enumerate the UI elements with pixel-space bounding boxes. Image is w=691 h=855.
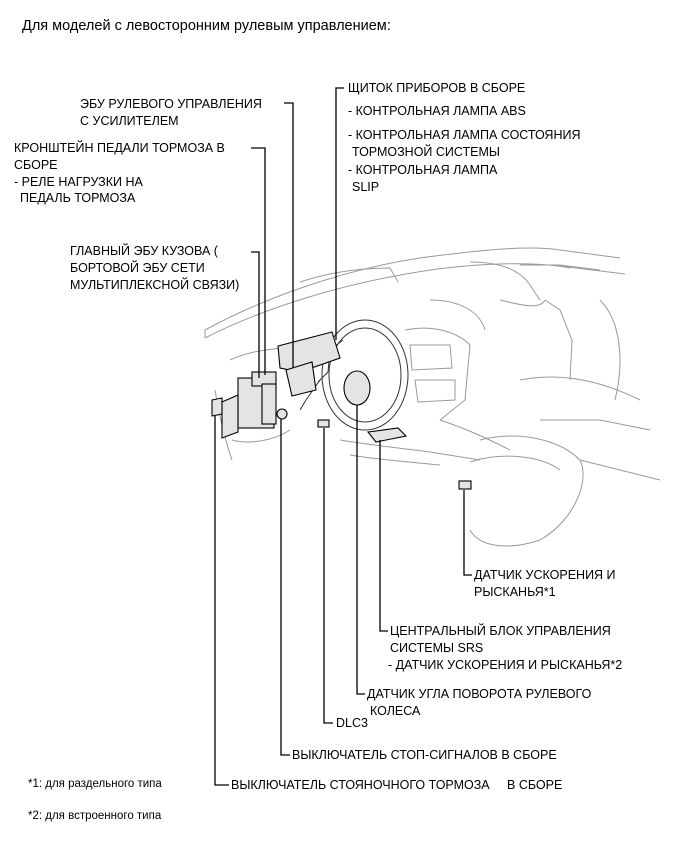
- page-title: Для моделей с левосторонним рулевым упра…: [22, 18, 391, 34]
- body-ecu-label-2: БОРТОВОЙ ЭБУ СЕТИ: [70, 261, 205, 275]
- srs-label-2: СИСТЕМЫ SRS: [390, 641, 484, 655]
- dlc3-label: DLC3: [336, 716, 368, 730]
- leader-lines: [214, 87, 472, 786]
- stop-switch-label: ВЫКЛЮЧАТЕЛЬ СТОП-СИГНАЛОВ В СБОРЕ: [292, 748, 557, 762]
- meter-abs-lamp: - КОНТРОЛЬНАЯ ЛАМПА ABS: [348, 104, 526, 118]
- body-ecu-label-3: МУЛЬТИПЛЕКСНОЙ СВЯЗИ): [70, 278, 240, 292]
- yaw-sensor-illustration: [458, 480, 472, 490]
- brake-bracket-label-1: КРОНШТЕЙН ПЕДАЛИ ТОРМОЗА В: [14, 141, 225, 155]
- brake-bracket-label-2: СБОРЕ: [14, 158, 58, 172]
- dashboard-illustration: [204, 247, 661, 547]
- body-ecu-label-1: ГЛАВНЫЙ ЭБУ КУЗОВА (: [70, 244, 218, 258]
- srs-label-1: ЦЕНТРАЛЬНЫЙ БЛОК УПРАВЛЕНИЯ: [390, 624, 611, 638]
- parking-switch-illustration: [211, 397, 223, 417]
- footnote-separate-type: *1: для раздельного типа: [28, 778, 162, 790]
- yaw-sensor-label-2: РЫСКАНЬЯ*1: [474, 585, 556, 599]
- steering-sensor-label-2: КОЛЕСА: [370, 704, 421, 718]
- meter-slip-lamp-1: - КОНТРОЛЬНАЯ ЛАМПА: [348, 163, 498, 177]
- srs-label-3: - ДАТЧИК УСКОРЕНИЯ И РЫСКАНЬЯ*2: [388, 658, 623, 672]
- combination-meter-illustration: [277, 331, 341, 397]
- meter-slip-lamp-2: SLIP: [352, 180, 380, 194]
- meter-title: ЩИТОК ПРИБОРОВ В СБОРЕ: [348, 81, 526, 95]
- parking-switch-label: ВЫКЛЮЧАТЕЛЬ СТОЯНОЧНОГО ТОРМОЗА В СБОРЕ: [231, 778, 563, 792]
- meter-brake-lamp-2: ТОРМОЗНОЙ СИСТЕМЫ: [352, 145, 500, 159]
- brake-bracket-label-4: ПЕДАЛЬ ТОРМОЗА: [20, 191, 136, 205]
- meter-brake-lamp-1: - КОНТРОЛЬНАЯ ЛАМПА СОСТОЯНИЯ: [348, 128, 581, 142]
- steering-sensor-label-1: ДАТЧИК УГЛА ПОВОРОТА РУЛЕВОГО: [367, 687, 592, 701]
- yaw-sensor-label-1: ДАТЧИК УСКОРЕНИЯ И: [474, 568, 616, 582]
- eps-ecu-label-2: С УСИЛИТЕЛЕМ: [80, 114, 179, 128]
- brake-bracket-label-3: - РЕЛЕ НАГРУЗКИ НА: [14, 175, 143, 189]
- srs-unit-illustration: [366, 427, 408, 443]
- eps-ecu-label-1: ЭБУ РУЛЕВОГО УПРАВЛЕНИЯ: [80, 97, 262, 111]
- stop-switch-illustration: [276, 408, 288, 420]
- footnote-integrated-type: *2: для встроенного типа: [28, 810, 162, 822]
- dlc3-illustration: [317, 419, 330, 428]
- body-ecu-illustration: [221, 371, 277, 439]
